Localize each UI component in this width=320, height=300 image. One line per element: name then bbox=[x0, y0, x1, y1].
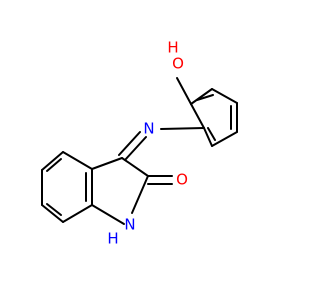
bond-c-o-hydroxyl bbox=[176, 77, 192, 105]
atom-label-n-amide: N bbox=[124, 216, 135, 234]
atom-label-o-carbonyl: O bbox=[176, 171, 188, 189]
bond-phenol-c1-c2 bbox=[190, 103, 205, 129]
bond-c-n-imine bbox=[160, 127, 205, 130]
bond-n-c-imine-double-b bbox=[124, 136, 147, 161]
bond-c2-n1 bbox=[131, 175, 149, 214]
bond-benz-double-2 bbox=[46, 158, 62, 172]
atom-label-o-hydroxyl: O bbox=[172, 55, 184, 73]
bond-phenol-c5-c6 bbox=[211, 131, 238, 147]
atom-label-layer: H O N O N H bbox=[107, 39, 188, 248]
bond-phenol-double-3 bbox=[207, 127, 216, 141]
bond-phenol-c3-c4 bbox=[211, 88, 238, 104]
bond-phenol-c2-c3 bbox=[190, 88, 213, 105]
bond-layer bbox=[41, 77, 238, 225]
bond-benz-c4-c5 bbox=[41, 151, 64, 171]
molecule-structure-diagram: H O N O N H bbox=[41, 39, 238, 248]
bond-phenol-double-1 bbox=[196, 94, 214, 101]
bond-phenol-c6-c1 bbox=[203, 127, 213, 147]
atom-label-n-imine: N bbox=[143, 120, 154, 138]
bond-n1-c7a bbox=[91, 204, 125, 225]
bond-benz-double-3 bbox=[46, 203, 62, 216]
atom-label-h-amide: H bbox=[107, 230, 118, 248]
bond-benz-c6-c7 bbox=[41, 204, 64, 223]
atom-label-h-hydroxyl: H bbox=[167, 39, 178, 57]
bond-c3-c2 bbox=[121, 157, 149, 177]
bond-n-c-imine-double-a bbox=[118, 131, 141, 156]
bond-c3-c3a bbox=[91, 157, 123, 170]
bond-benz-c3a-c4 bbox=[62, 151, 93, 170]
bond-benz-c7-c7a bbox=[62, 204, 93, 223]
